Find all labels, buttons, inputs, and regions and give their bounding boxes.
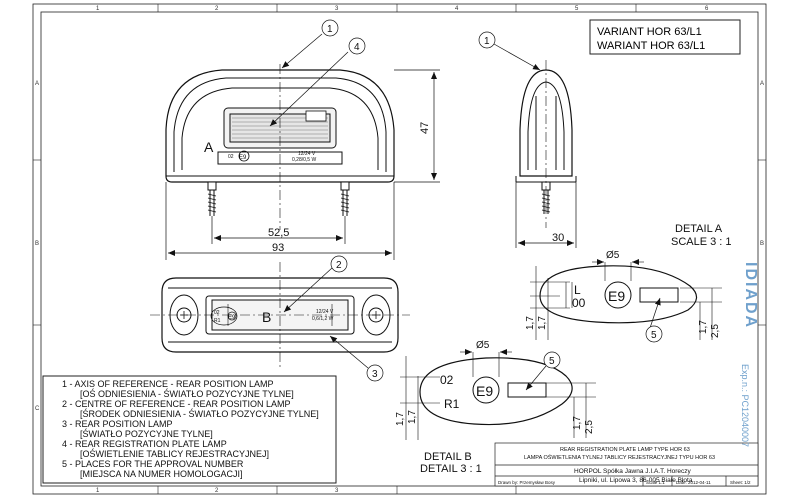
detail-b-dim-right-b: 2,5 xyxy=(584,420,595,434)
front-view-label-mark: E9 xyxy=(239,155,247,161)
legend-line-10: [MIEJSCA NA NUMER HOMOLOGACJI] xyxy=(80,469,243,479)
column-label-1: 1 xyxy=(96,6,100,12)
variant-box: VARIANT HOR 63/L1 WARIANT HOR 63/L1 xyxy=(589,19,741,55)
balloon-5-detail-a: 5 xyxy=(651,330,657,341)
detail-b-label-02: 02 xyxy=(440,373,454,387)
detail-b-label-mark: E9 xyxy=(476,383,493,399)
balloon-2: 2 xyxy=(336,260,342,271)
front-view-label-voltage: 12/24 V xyxy=(298,151,316,157)
detail-a-scale: SCALE 3 : 1 xyxy=(671,236,732,248)
row-label-c: C xyxy=(35,406,40,412)
row-label-b: B xyxy=(35,241,39,247)
bottom-view-label-voltage: 12/24 V xyxy=(316,309,334,315)
front-view-label-power: 0,28/0,5 W xyxy=(292,157,316,163)
detail-a-dim-left-inner: 1,7 xyxy=(537,316,548,330)
detail-b-label-r1: R1 xyxy=(444,397,460,411)
title-block xyxy=(494,442,759,487)
column-label-3-bottom: 3 xyxy=(335,488,339,494)
detail-a-label-00: 00 xyxy=(572,296,586,310)
detail-b-dim-left-outer: 1,7 xyxy=(395,412,406,426)
row-label-b-right: B xyxy=(760,241,764,247)
balloon-1-side: 1 xyxy=(484,36,490,47)
title-block-title-en: REAR REGISTRATION PLATE LAMP TYPE HOR 63 xyxy=(560,447,690,453)
drawing-frame-inner xyxy=(40,11,759,487)
front-view-dimensions xyxy=(165,69,440,260)
column-label-6: 6 xyxy=(705,6,709,12)
column-label-3: 3 xyxy=(335,6,339,12)
detail-b xyxy=(400,349,596,440)
title-block-scale: Scale 1:1 xyxy=(646,480,665,485)
balloon-3: 3 xyxy=(372,369,378,380)
approval-stamp: IDIADA Exp.n.: PC12040007 xyxy=(740,262,759,447)
drawing-frame-outer xyxy=(32,3,767,495)
detail-a-dim-right-a: 1,7 xyxy=(698,320,709,334)
legend-line-3: 2 - CENTRE OF REFERENCE - REAR POSITION … xyxy=(62,399,291,409)
detail-b-scale: DETAIL 3 : 1 xyxy=(420,463,482,475)
front-view-label-code: 02 xyxy=(228,154,234,160)
front-dim-inner: 52,5 xyxy=(268,227,289,239)
side-dim-width: 30 xyxy=(552,232,564,244)
title-block-drawn-by: Drawn by: Przemysław Bosy xyxy=(498,480,556,485)
legend-box xyxy=(42,375,337,484)
stamp-logo: IDIADA xyxy=(742,262,759,329)
detail-b-diameter: Ø5 xyxy=(476,340,490,351)
detail-a-diameter: Ø5 xyxy=(606,250,620,261)
legend-line-8: [OŚWIETLENIE TABLICY REJESTRACYJNEJ] xyxy=(80,448,269,459)
legend-line-2: [OŚ ODNIESIENIA - ŚWIATŁO POZYCYJNE TYLN… xyxy=(80,388,294,399)
bottom-view xyxy=(150,255,410,382)
variant-line-2: WARIANT HOR 63/L1 xyxy=(597,40,705,52)
balloon-4: 4 xyxy=(354,42,360,53)
column-label-2-bottom: 2 xyxy=(215,488,219,494)
balloon-1-front: 1 xyxy=(327,24,333,35)
balloon-5-detail-b: 5 xyxy=(549,356,555,367)
legend-line-9: 5 - PLACES FOR THE APPROVAL NUMBER xyxy=(62,459,244,469)
balloon-leaders-front xyxy=(269,19,366,127)
front-view xyxy=(165,64,395,230)
side-view xyxy=(478,31,577,248)
title-block-address: Lipniki, ul. Lipowa 3, 86-005 Białe Błot… xyxy=(579,477,693,484)
detail-a-dim-left-outer: 1,7 xyxy=(525,316,536,330)
title-block-title-pl: LAMPA OŚWIETLENIA TYLNEJ TABLICY REJESTR… xyxy=(524,453,715,461)
detail-a-title: DETAIL A xyxy=(675,223,723,235)
stamp-reference: Exp.n.: PC12040007 xyxy=(740,364,750,447)
column-label-1-bottom: 1 xyxy=(96,488,100,494)
frame-ticks xyxy=(33,4,766,494)
detail-a-label-mark: E9 xyxy=(608,288,625,304)
row-label-a: A xyxy=(35,81,39,87)
detail-b-dim-right-a: 1,7 xyxy=(572,416,583,430)
front-dim-total: 93 xyxy=(272,242,284,254)
legend-line-5: 3 - REAR POSITION LAMP xyxy=(62,419,173,429)
bottom-view-label-mark: E9 xyxy=(228,315,236,321)
title-block-date: Date: 2012-04-11 xyxy=(676,480,711,485)
detail-b-dim-left-inner: 1,7 xyxy=(407,410,418,424)
detail-a-dim-right-b: 2,5 xyxy=(710,324,721,338)
detail-a-label-l: L xyxy=(574,283,581,297)
bottom-view-label-r1: R1 xyxy=(214,318,221,324)
legend-line-7: 4 - REAR REGISTRATION PLATE LAMP xyxy=(62,439,227,449)
detail-a xyxy=(530,259,722,343)
title-block-sheet: Sheet: 1/2 xyxy=(730,480,751,485)
bottom-view-label-power: 0,6/1,2 W xyxy=(312,316,334,322)
row-label-a-right: A xyxy=(760,81,764,87)
legend-line-6: [ŚWIATŁO POZYCYJNE TYLNE] xyxy=(80,428,213,439)
title-block-company: HORPOL Spółka Jawna J.I.A.T. Horeczy xyxy=(574,468,692,475)
front-view-letter-a: A xyxy=(204,139,214,155)
front-dim-height: 47 xyxy=(419,122,431,134)
column-label-5: 5 xyxy=(575,6,579,12)
bottom-view-letter-b: B xyxy=(262,309,271,325)
bottom-view-label-code: 02 xyxy=(214,310,220,316)
detail-b-title: DETAIL B xyxy=(424,451,472,463)
variant-line-1: VARIANT HOR 63/L1 xyxy=(597,26,702,38)
legend-line-1: 1 - AXIS OF REFERENCE - REAR POSITION LA… xyxy=(62,379,274,389)
column-label-2: 2 xyxy=(215,6,219,12)
legend-line-4: [ŚRODEK ODNIESIENIA - ŚWIATŁO POZYCYJNE … xyxy=(80,408,319,419)
column-label-4: 4 xyxy=(455,6,459,12)
